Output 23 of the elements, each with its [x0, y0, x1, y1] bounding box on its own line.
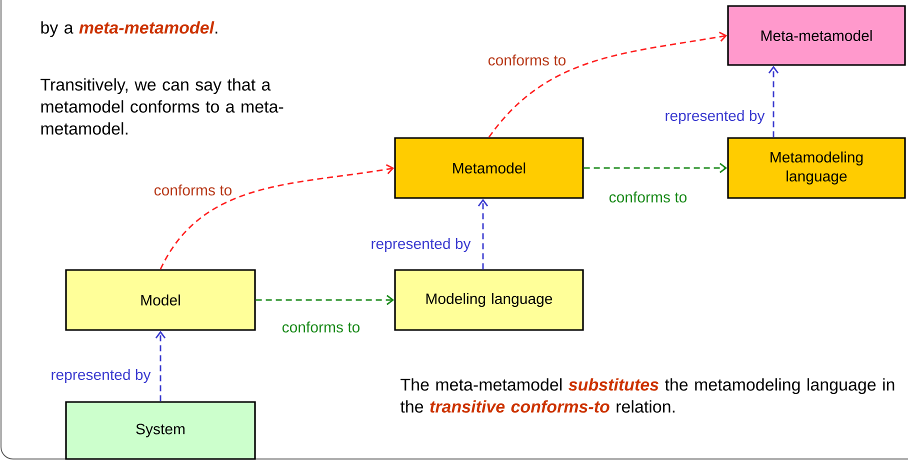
edge-label: conforms to: [152, 184, 234, 196]
arrow: [488, 32, 728, 138]
edge-label: represented by: [664, 109, 766, 125]
arrow: [155, 330, 166, 402]
box: Metamodeling language: [727, 137, 906, 199]
box: System: [65, 401, 256, 460]
arrow: [478, 198, 488, 270]
edge-label: conforms to: [280, 320, 362, 334]
paragraph: Transitively, we can say that a metamodel conforms to a meta-metamodel.: [40, 78, 284, 135]
box: Metamodel: [394, 137, 584, 199]
box: Model: [65, 269, 256, 331]
arrow: [584, 162, 728, 174]
paragraph: by a meta-metamodel.: [41, 21, 218, 38]
edge-label: conforms to: [608, 190, 688, 204]
edge-label: represented by: [50, 368, 152, 384]
arrow: [160, 164, 394, 270]
edge-label: conforms to: [486, 54, 568, 66]
paragraph: The meta-metamodel substitutes the metamodeling language in the transitive conforms-to relation.: [400, 378, 894, 413]
box: Modeling language: [394, 269, 584, 331]
edge-label: represented by: [370, 237, 472, 253]
box: Meta-metamodel: [727, 5, 906, 66]
arrow: [256, 294, 394, 306]
arrow: [768, 66, 779, 138]
